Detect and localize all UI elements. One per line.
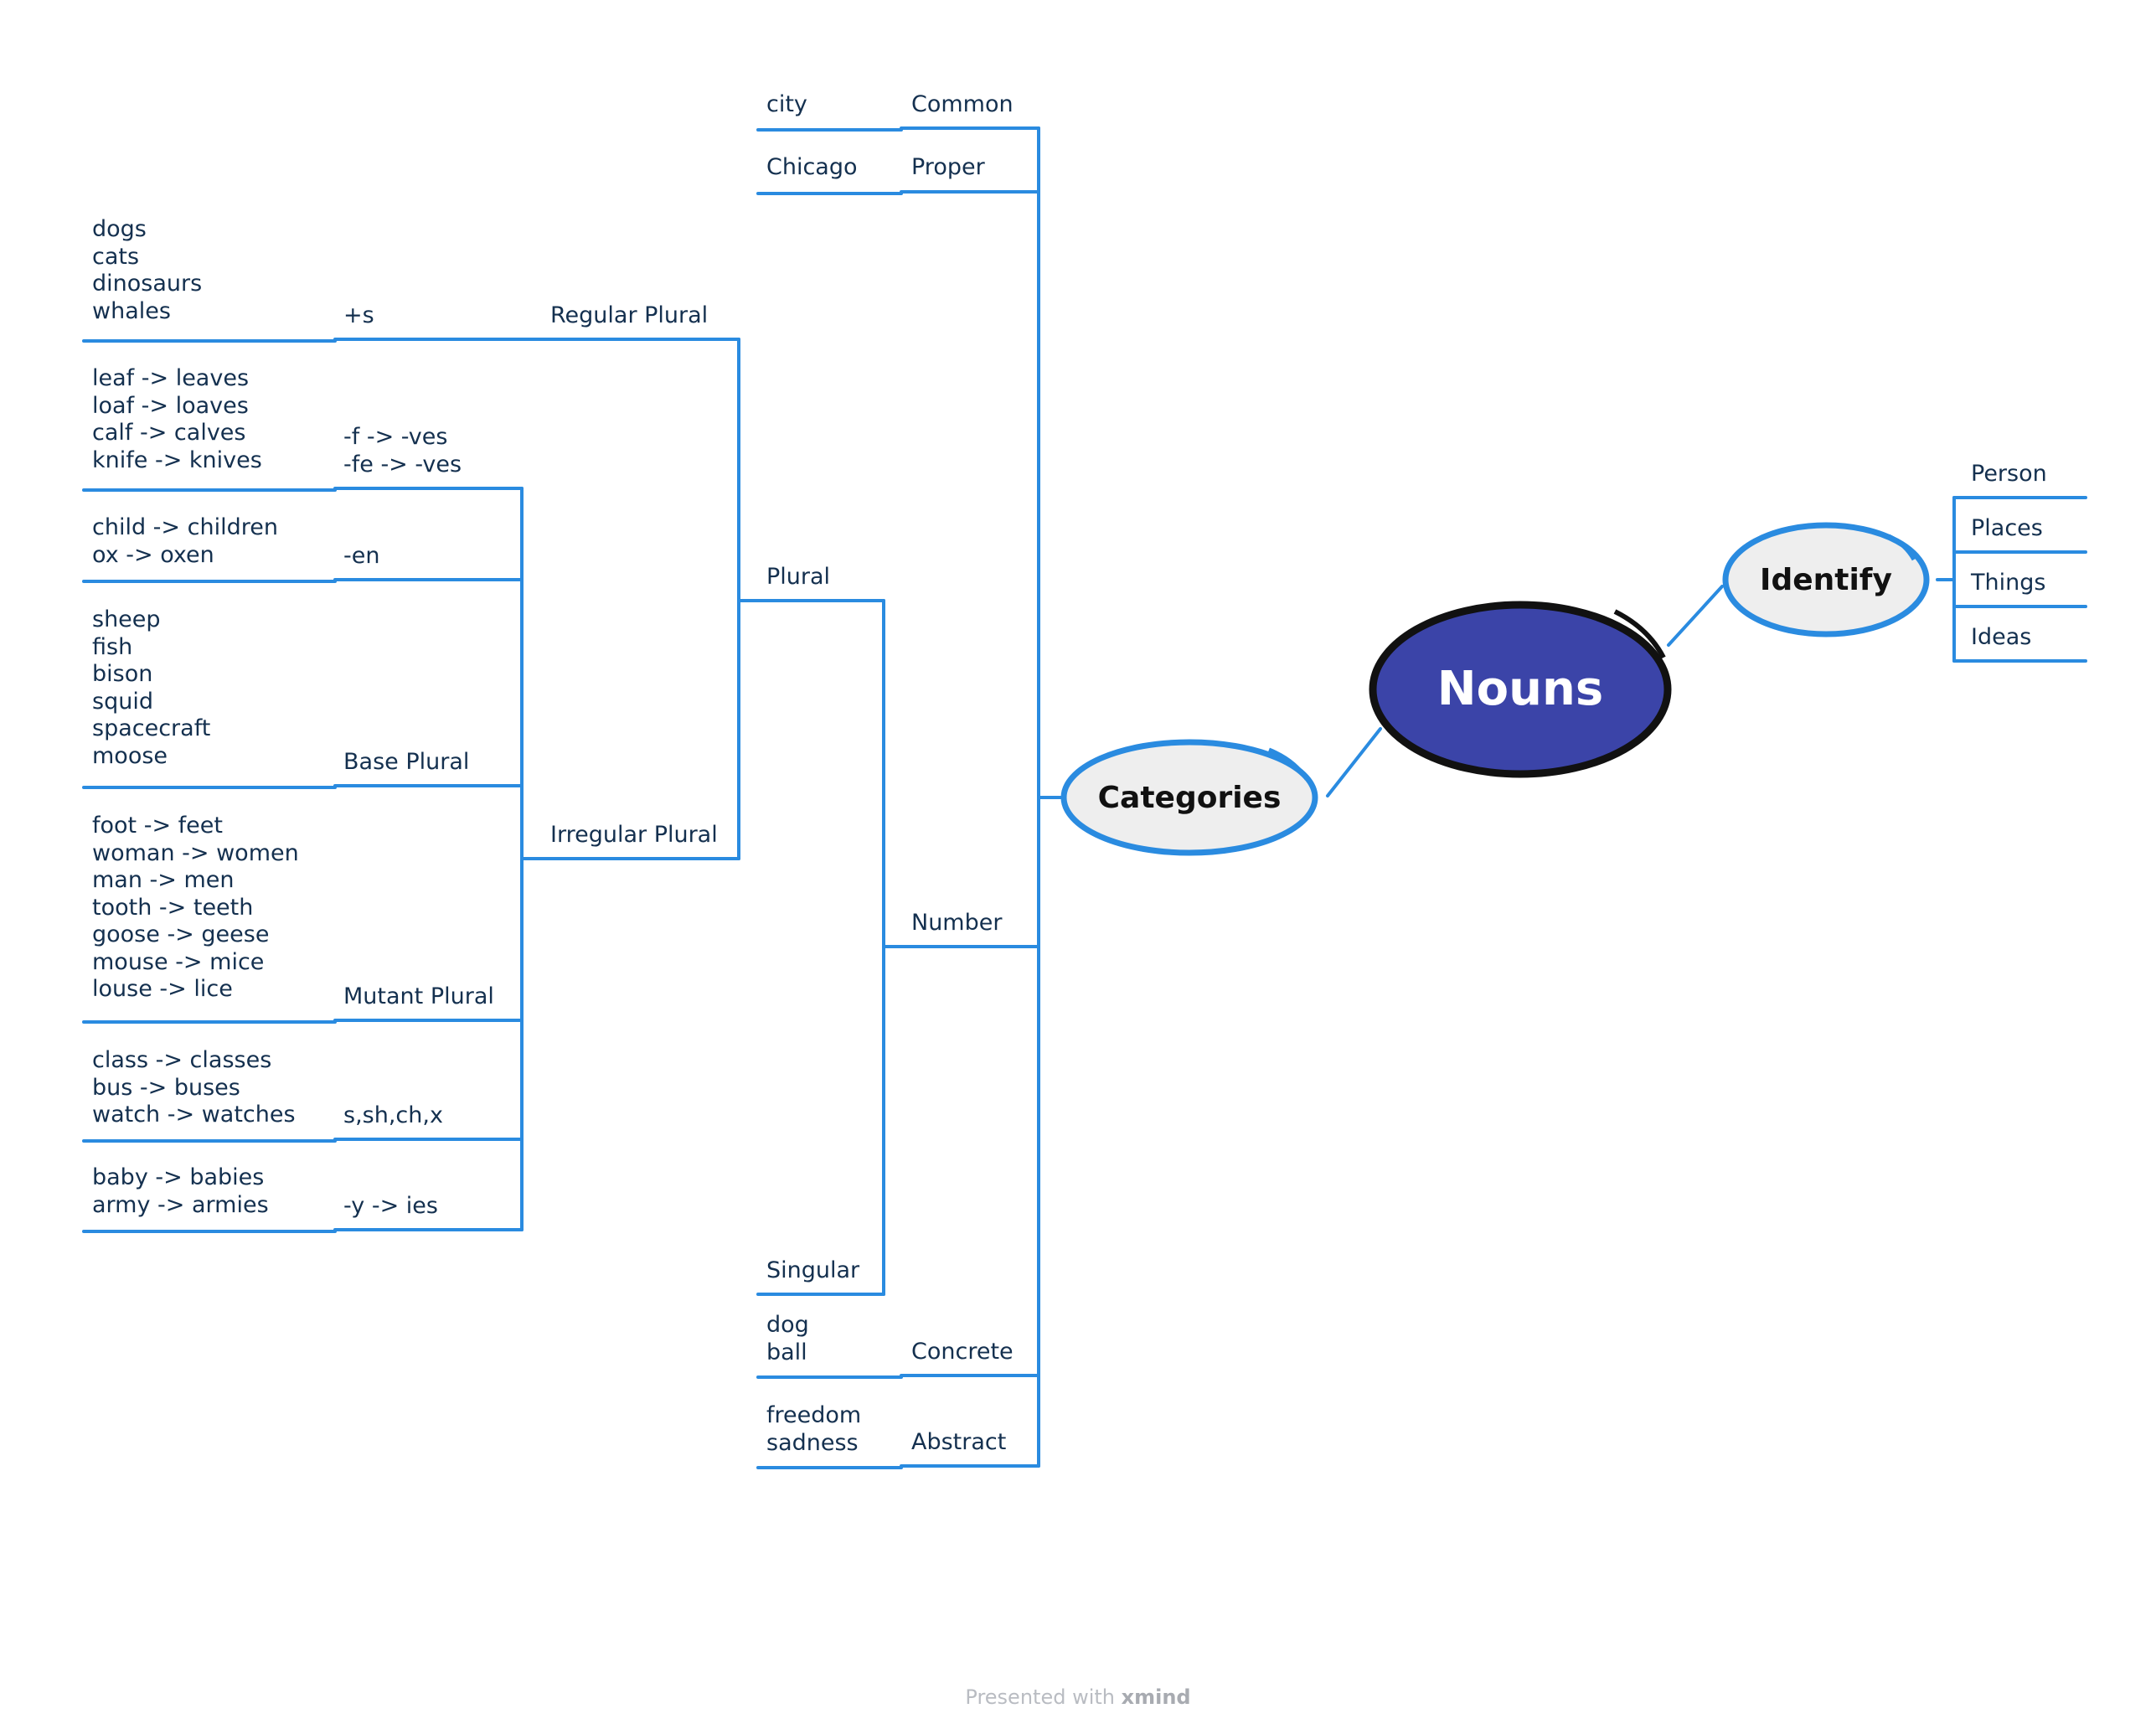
example-chicago[interactable]: Chicago	[766, 154, 858, 180]
connector-nouns-categories	[1326, 727, 1382, 797]
examples-mutant-plural[interactable]: foot -> feet woman -> women man -> men t…	[92, 813, 299, 1002]
rule-base-plural[interactable]: Base Plural	[343, 749, 470, 775]
item-ideas[interactable]: Ideas	[1971, 624, 2032, 650]
identify-label[interactable]: Identify	[1760, 563, 1892, 597]
label-number[interactable]: Number	[911, 910, 1003, 936]
nouns-root-node	[1369, 601, 1672, 778]
label-plural[interactable]: Plural	[766, 564, 831, 590]
xmind-logo-text: xmind	[1121, 1685, 1191, 1709]
label-regular-plural[interactable]: Regular Plural	[550, 302, 709, 328]
examples-base-plural[interactable]: sheep fish bison squid spacecraft moose	[92, 606, 211, 769]
connector-nouns-identify	[1667, 585, 1724, 647]
categories-node	[1060, 739, 1318, 856]
example-city[interactable]: city	[766, 91, 807, 117]
label-abstract[interactable]: Abstract	[911, 1429, 1007, 1455]
identify-node	[1722, 522, 1930, 637]
footer-prefix: Presented with	[965, 1685, 1115, 1709]
connector-identify-items	[1936, 496, 1956, 663]
rule-y-ies[interactable]: -y -> ies	[343, 1193, 438, 1219]
examples-y-ies[interactable]: baby -> babies army -> armies	[92, 1164, 269, 1218]
examples-s-sh-ch-x[interactable]: class -> classes bus -> buses watch -> w…	[92, 1047, 296, 1128]
connector-categories-spine	[1037, 126, 1064, 1468]
rule-s-sh-ch-x[interactable]: s,sh,ch,x	[343, 1102, 443, 1128]
examples-f-ves[interactable]: leaf -> leaves loaf -> loaves calf -> ca…	[92, 365, 262, 473]
item-things[interactable]: Things	[1971, 570, 2046, 596]
label-singular[interactable]: Singular	[766, 1257, 860, 1283]
label-common[interactable]: Common	[911, 91, 1014, 117]
rule-mutant-plural[interactable]: Mutant Plural	[343, 983, 494, 1009]
examples-en[interactable]: child -> children ox -> oxen	[92, 514, 278, 568]
nouns-root-label[interactable]: Nouns	[1436, 662, 1604, 716]
categories-label[interactable]: Categories	[1097, 781, 1282, 815]
examples-concrete[interactable]: dog ball	[766, 1312, 809, 1365]
examples-regular[interactable]: dogs cats dinosaurs whales	[92, 216, 203, 324]
rule-plus-s[interactable]: +s	[343, 302, 374, 328]
rule-en[interactable]: -en	[343, 543, 380, 569]
label-proper[interactable]: Proper	[911, 154, 985, 180]
examples-abstract[interactable]: freedom sadness	[766, 1402, 862, 1456]
rule-f-ves[interactable]: -f -> -ves -fe -> -ves	[343, 424, 462, 477]
item-person[interactable]: Person	[1971, 461, 2047, 487]
presented-with-footer: Presented with xmind	[0, 1685, 2156, 1709]
label-concrete[interactable]: Concrete	[911, 1339, 1014, 1365]
label-irregular-plural[interactable]: Irregular Plural	[550, 822, 718, 848]
item-places[interactable]: Places	[1971, 515, 2043, 541]
